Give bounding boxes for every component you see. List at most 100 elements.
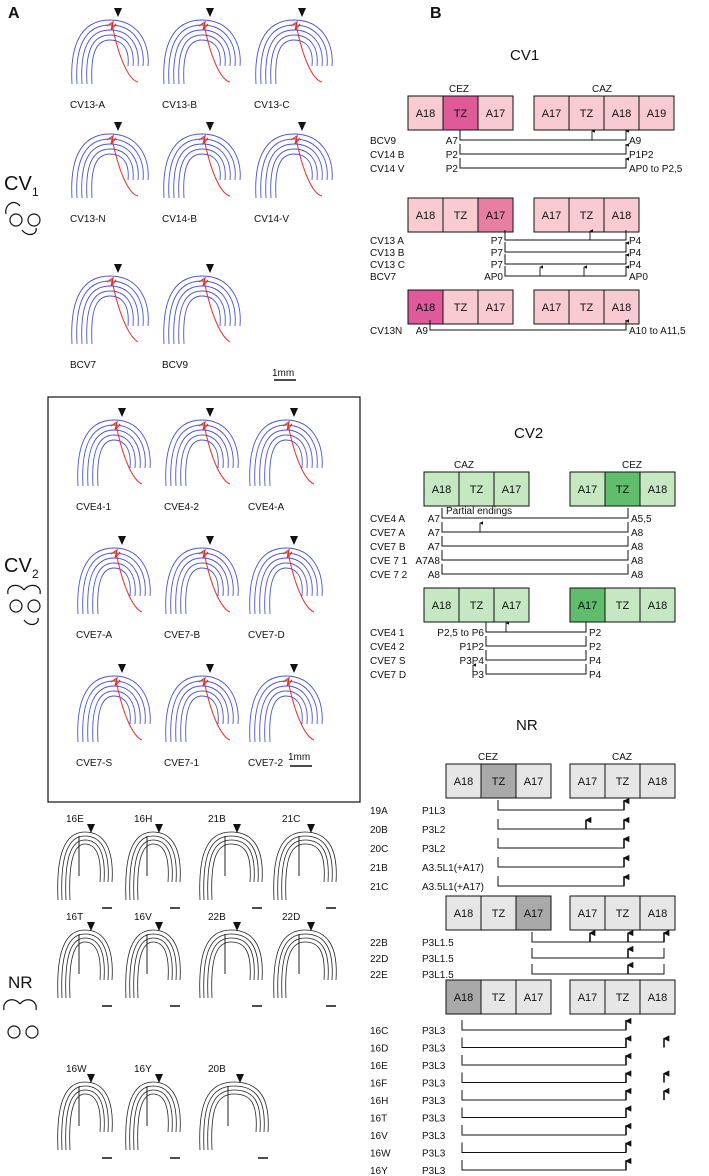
section-thumbnail: CVE4-2 [164, 408, 239, 513]
area-box: A17 [515, 895, 552, 931]
arrowhead-icon [290, 664, 298, 673]
area-box-rect [515, 979, 552, 1015]
cortex-contour [173, 29, 231, 85]
cortex-contour [255, 133, 333, 199]
axon-terminal [110, 548, 121, 559]
arrowhead-icon [206, 122, 214, 131]
cortex-contour [275, 153, 313, 199]
nr-cez-label: CEZ [478, 752, 498, 763]
area-box-rect [569, 587, 606, 623]
thumbnail-label: CV13-N [70, 214, 106, 225]
axon-trace [203, 279, 231, 343]
cortex-contour [260, 24, 328, 85]
axon-line [504, 230, 627, 241]
cortex-contour [163, 133, 241, 199]
cortex-contour [65, 1089, 105, 1151]
cortex-contour [185, 567, 219, 615]
axon-terminal [198, 420, 209, 431]
area-box: A18 [639, 895, 676, 931]
axon-line [497, 857, 625, 868]
row-code: A3.5L1(+A17) [422, 863, 484, 874]
axon-trace [203, 423, 231, 485]
row-code: P3L2 [422, 844, 446, 855]
section-thumbnail: CV13-N [70, 122, 149, 225]
cortex-contour [61, 1085, 109, 1151]
area-box-rect [407, 95, 444, 131]
cortex-contour [82, 424, 146, 487]
cortex-contour [97, 567, 131, 615]
cortex-contour [178, 34, 226, 85]
area-box: A17 [569, 979, 606, 1015]
cortex-contour [91, 153, 129, 199]
axon-terminal [198, 676, 209, 687]
row-end: P4 [629, 248, 642, 259]
row-id: 19A [370, 806, 388, 817]
cortex-contour [137, 1093, 169, 1151]
area-box-rect [638, 95, 675, 131]
arrowhead-icon [233, 824, 241, 833]
cortex-contour [180, 434, 224, 487]
cortex-contour [203, 1085, 265, 1151]
row-code: P3L3 [422, 1044, 446, 1055]
axon-row: 19A P1L3 [370, 797, 630, 817]
row-end: A8 [631, 528, 644, 539]
thumbnail-label: CV13-A [70, 100, 105, 111]
axon-line [504, 266, 627, 277]
area-box-label: A17 [524, 992, 544, 1004]
row-id: 16V [370, 1131, 388, 1142]
cortex-contour [285, 843, 325, 901]
area-box: TZ [442, 197, 479, 233]
axon-line [441, 564, 629, 575]
row-id: CVE 7 2 [370, 570, 408, 581]
cortex-contour [87, 685, 141, 743]
row-id: CV13 B [370, 248, 405, 259]
row-end: A9 [629, 136, 642, 147]
section-thumbnail: CV13-A [70, 8, 149, 111]
cv1-label: CV [4, 173, 32, 195]
arrowhead-icon [87, 824, 95, 833]
axon-trace [115, 551, 143, 613]
cortex-contour [91, 39, 129, 85]
cortex-contour [183, 39, 221, 85]
nr-eyes-icon [3, 999, 39, 1039]
cortex-contour [203, 933, 259, 999]
row-id: CVE4 2 [370, 642, 405, 653]
axon-line [461, 1142, 627, 1153]
cortex-contour [207, 1089, 261, 1151]
cortex-contour [249, 547, 323, 615]
thumbnail-label: CV14-V [254, 214, 289, 225]
nr-caz-label: CAZ [612, 752, 632, 763]
axon-line [459, 144, 627, 155]
panel-b-letter: B [430, 5, 442, 22]
axon-terminal [106, 20, 117, 31]
thumbnail-label: CVE4-1 [76, 502, 111, 513]
arrowhead-icon [206, 536, 214, 545]
cortex-contour [254, 680, 318, 743]
axon-line [461, 1090, 627, 1101]
axon-line [461, 1107, 627, 1118]
thumbnail-label: 16T [66, 912, 83, 923]
cortex-contour [183, 295, 221, 345]
axon-trace [295, 23, 323, 83]
cv2-label-sub: 2 [32, 567, 39, 581]
row-code: P3L1.5 [422, 954, 454, 965]
row-code: P1L3 [422, 806, 446, 817]
row-id: CVE4 1 [370, 628, 405, 639]
arrowhead-icon [206, 8, 214, 17]
area-box-label: A18 [648, 908, 668, 920]
row-code: P3L1.5 [422, 970, 454, 981]
axon-line [459, 130, 627, 141]
cortex-contour [77, 675, 151, 743]
row-end: AP0 [629, 272, 648, 283]
cortex-contour [180, 690, 224, 743]
cortex-contour [97, 439, 131, 487]
area-box-label: TZ [492, 992, 506, 1004]
axon-trace [287, 679, 315, 741]
area-box: TZ [604, 895, 641, 931]
cortex-contour [269, 695, 303, 743]
